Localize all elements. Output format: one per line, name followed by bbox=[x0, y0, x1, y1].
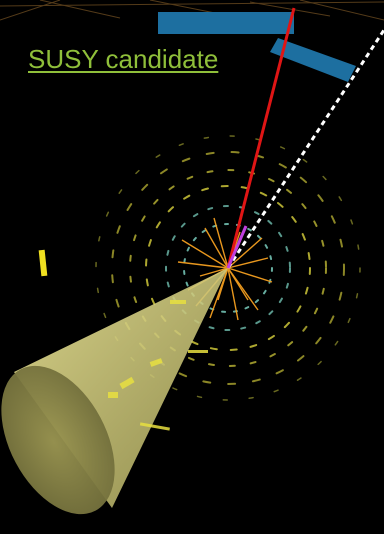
electron-track bbox=[226, 225, 248, 269]
calorimeter-block-right bbox=[270, 38, 356, 82]
calorimeter-deposit-left bbox=[38, 249, 48, 277]
title-link[interactable]: SUSY candidate bbox=[28, 44, 219, 74]
detector-hit-rings bbox=[95, 135, 361, 401]
calorimeter-block-top bbox=[158, 12, 294, 34]
detector-edge-lines bbox=[0, 0, 384, 21]
muon-track bbox=[226, 7, 296, 269]
missing-energy-line bbox=[226, 29, 384, 269]
particle-jet-cone bbox=[1, 268, 228, 515]
